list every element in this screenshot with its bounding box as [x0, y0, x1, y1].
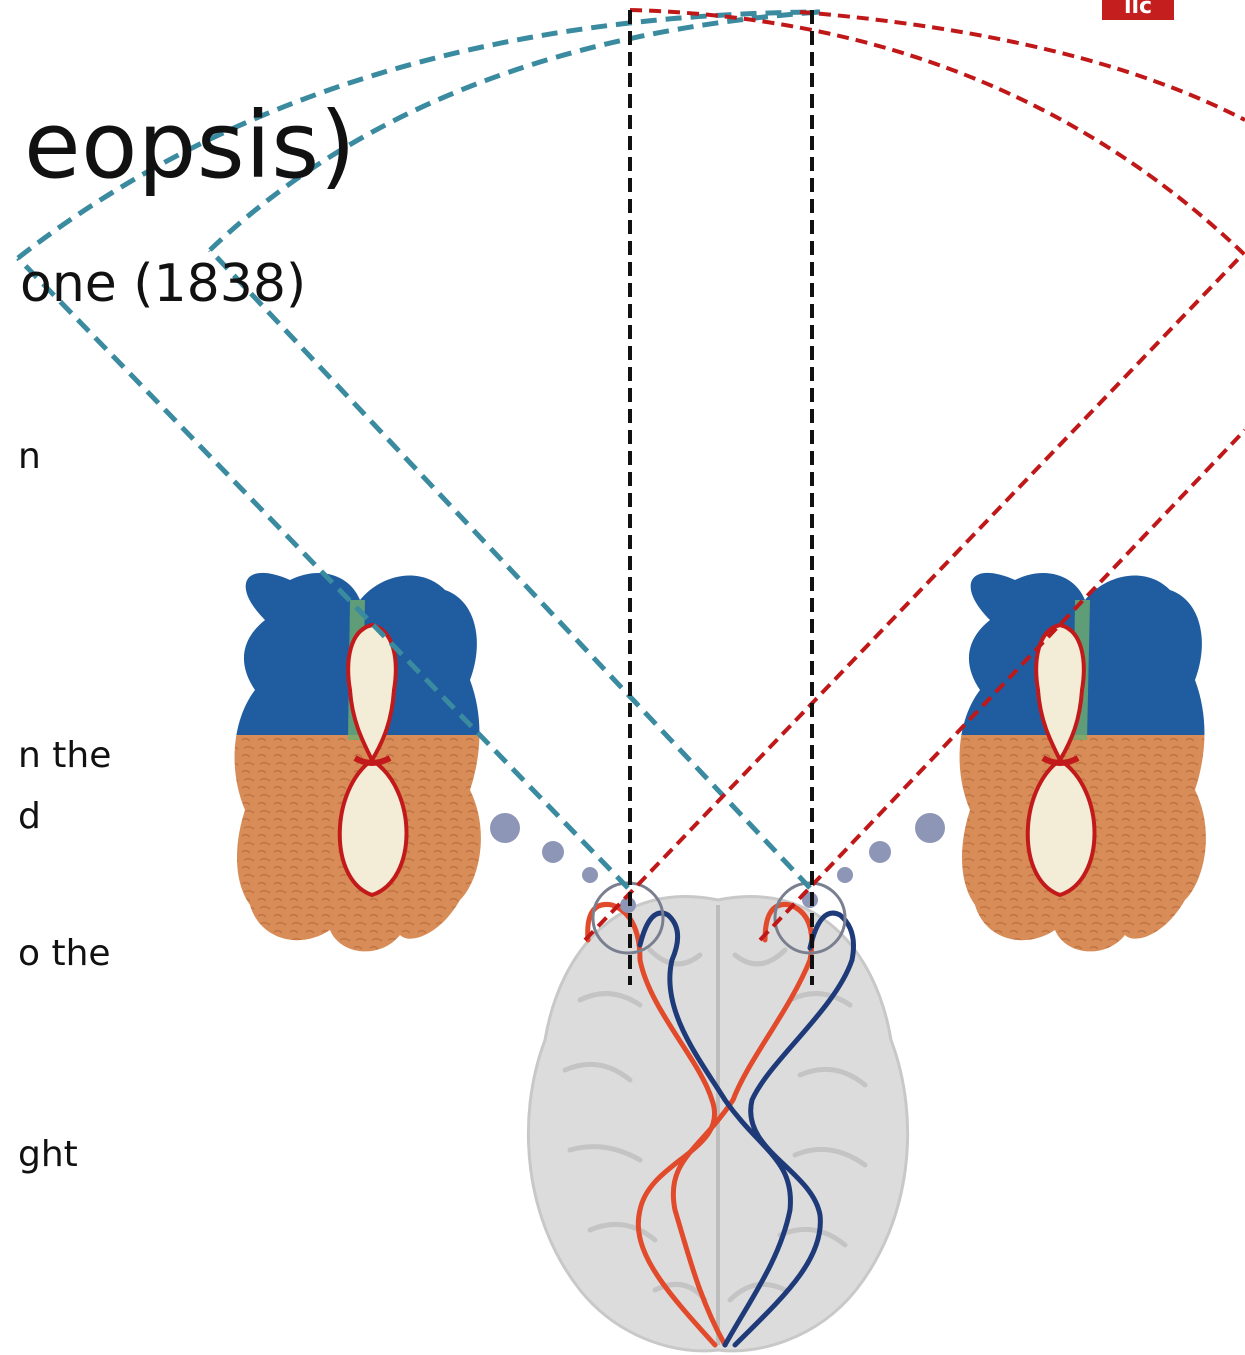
slide-title: eopsis) — [24, 92, 356, 199]
body-text-fragment: n — [18, 436, 41, 477]
left-retinal-image — [220, 560, 500, 965]
thought-dots-left — [490, 813, 598, 883]
institution-logo: llc — [1102, 0, 1174, 20]
right-retinal-image — [945, 560, 1225, 965]
thought-dots-right — [837, 813, 945, 883]
body-text-fragment: n the — [18, 735, 111, 776]
slide-subtitle: one (1838) — [20, 254, 306, 314]
body-text-fragment: ght — [18, 1134, 78, 1175]
center-lines — [630, 10, 812, 985]
body-text-fragment: o the — [18, 933, 111, 974]
body-text-fragment: d — [18, 796, 41, 837]
